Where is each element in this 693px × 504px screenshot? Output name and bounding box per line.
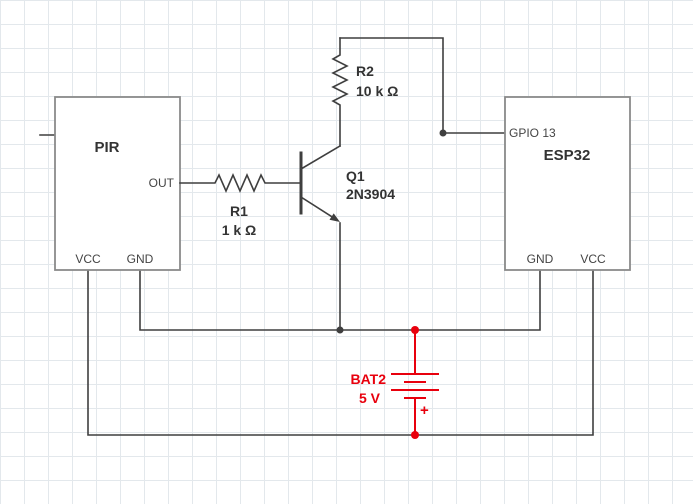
junction-dot-gpio [439, 129, 447, 137]
wire-collector-to-gpio13[interactable] [339, 37, 506, 134]
bat2-terminal-dot-bottom [411, 431, 419, 439]
r2-value-label: 10 k Ω [356, 83, 398, 99]
component-esp32[interactable]: GPIO 13 ESP32 GND VCC [504, 96, 631, 271]
bat2-ref-label: BAT2 [350, 371, 386, 387]
r1-value-label: 1 k Ω [222, 222, 257, 238]
component-pir[interactable]: PIR OUT VCC GND [54, 96, 181, 271]
pir-pin-gnd-label: GND [127, 252, 154, 266]
esp32-pin-gpio13-label: GPIO 13 [509, 126, 556, 140]
esp32-label: ESP32 [544, 147, 591, 164]
wires [39, 37, 594, 436]
component-q1[interactable]: Q1 2N3904 [299, 144, 395, 222]
pir-pin-out-label: OUT [149, 176, 175, 190]
wire-vcc-rail[interactable] [87, 269, 594, 436]
q1-emitter-arrow [329, 213, 340, 222]
q1-value-label: 2N3904 [346, 186, 395, 202]
component-bat2[interactable]: BAT2 5 V + [350, 326, 439, 439]
q1-collector-lead [299, 144, 342, 171]
esp32-pin-gnd-label: GND [527, 252, 554, 266]
esp32-box[interactable] [504, 96, 631, 271]
component-r1[interactable]: R1 1 k Ω [179, 173, 301, 238]
bat2-terminal-dot-top [411, 326, 419, 334]
pir-pin-vcc-label: VCC [75, 252, 101, 266]
pir-box[interactable] [54, 96, 181, 271]
pir-label: PIR [94, 139, 119, 156]
r2-ref-label: R2 [356, 63, 374, 79]
r1-resistor-body[interactable] [179, 173, 301, 193]
bat2-value-label: 5 V [359, 390, 381, 406]
q1-emitter-lead [299, 195, 339, 222]
r1-ref-label: R1 [230, 203, 248, 219]
component-r2[interactable]: R2 10 k Ω [331, 37, 398, 147]
esp32-pin-vcc-label: VCC [580, 252, 606, 266]
r2-resistor-body[interactable] [331, 37, 349, 147]
q1-ref-label: Q1 [346, 168, 365, 184]
junction-dot-emitter-ground [336, 326, 344, 334]
bat2-plus-sign: + [420, 402, 429, 419]
